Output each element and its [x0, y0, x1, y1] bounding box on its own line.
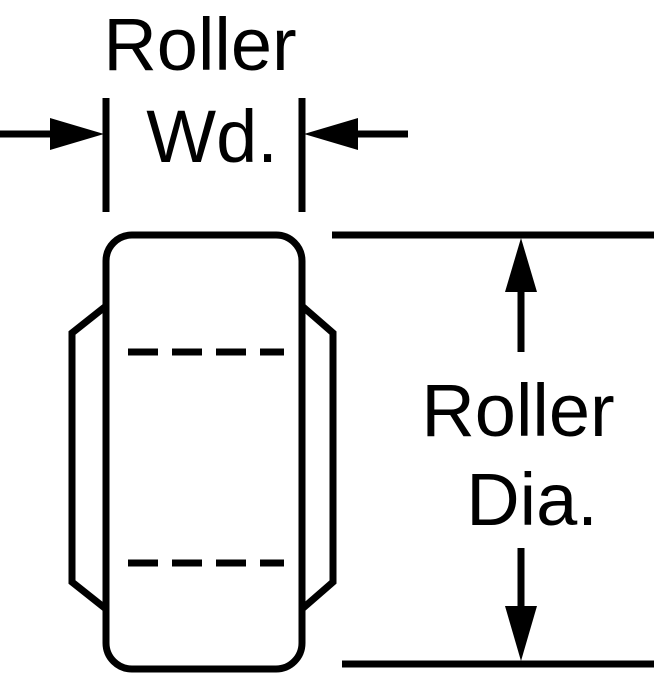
- roller-body: [102, 231, 306, 673]
- roller-flange-left: [68, 303, 109, 612]
- diameter-label-line2: Dia.: [466, 458, 598, 541]
- roller-flange-right: [299, 303, 337, 612]
- diameter-label-line1: Roller: [421, 369, 614, 452]
- width-arrow-right-head: [304, 118, 358, 150]
- width-label-line2: Wd.: [146, 95, 278, 178]
- width-label-line1: Roller: [103, 3, 296, 86]
- diameter-arrow-bottom-head: [505, 606, 537, 661]
- width-arrow-left-head: [50, 118, 104, 150]
- diameter-arrow-top-head: [505, 238, 537, 292]
